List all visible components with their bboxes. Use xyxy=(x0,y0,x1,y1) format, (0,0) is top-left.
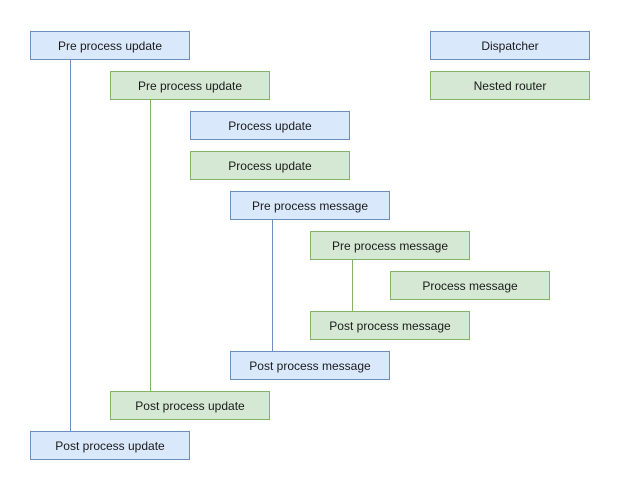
node-process-update-router[interactable]: Process update xyxy=(190,151,350,180)
node-post-process-message-router[interactable]: Post process message xyxy=(310,311,470,340)
node-pre-process-update-dispatcher[interactable]: Pre process update xyxy=(30,31,190,60)
node-process-message-router[interactable]: Process message xyxy=(390,271,550,300)
router-message-lifeline xyxy=(352,260,353,311)
node-pre-process-update-router[interactable]: Pre process update xyxy=(110,71,270,100)
node-process-update-dispatcher[interactable]: Process update xyxy=(190,111,350,140)
node-post-process-message-dispatcher[interactable]: Post process message xyxy=(230,351,390,380)
node-post-process-update-dispatcher[interactable]: Post process update xyxy=(30,431,190,460)
dispatcher-update-lifeline xyxy=(70,60,71,431)
legend-item-dispatcher[interactable]: Dispatcher xyxy=(430,31,590,60)
router-update-lifeline xyxy=(150,100,151,391)
legend-item-nested-router[interactable]: Nested router xyxy=(430,71,590,100)
node-pre-process-message-dispatcher[interactable]: Pre process message xyxy=(230,191,390,220)
node-pre-process-message-router[interactable]: Pre process message xyxy=(310,231,470,260)
node-post-process-update-router[interactable]: Post process update xyxy=(110,391,270,420)
dispatcher-message-lifeline xyxy=(272,220,273,351)
